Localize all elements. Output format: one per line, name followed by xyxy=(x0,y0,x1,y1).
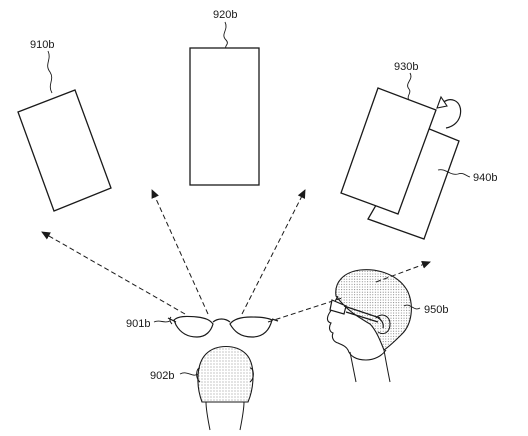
head-902b xyxy=(196,345,254,431)
label-950b: 950b xyxy=(424,304,448,316)
user-950b xyxy=(326,269,412,383)
leader-920b xyxy=(223,21,228,49)
leader-940b xyxy=(437,169,471,178)
panel-920b: 920b xyxy=(189,9,260,186)
gaze-arrow-center xyxy=(151,189,209,315)
leader-910b xyxy=(47,50,53,94)
profile-glasses-icon xyxy=(329,299,384,329)
label-920b: 920b xyxy=(213,9,237,21)
eyeglasses-icon xyxy=(167,315,279,338)
gaze-arrow-user-link xyxy=(267,297,343,323)
gaze-arrow-left xyxy=(41,231,186,315)
leader-901b xyxy=(153,320,171,323)
gaze-arrows xyxy=(41,189,431,323)
leader-950b xyxy=(403,304,421,310)
label-901b: 901b xyxy=(126,318,150,330)
gaze-arrow-right xyxy=(241,189,306,315)
leader-930b xyxy=(407,72,412,101)
leader-902b xyxy=(179,372,199,376)
label-902b: 902b xyxy=(150,370,174,382)
label-910b: 910b xyxy=(30,39,54,51)
panel-910b: 910b xyxy=(17,39,112,212)
label-930b: 930b xyxy=(394,61,418,73)
panel-930b: 930b xyxy=(340,61,437,215)
label-940b: 940b xyxy=(473,172,497,184)
curved-arrow-icon xyxy=(436,95,462,129)
